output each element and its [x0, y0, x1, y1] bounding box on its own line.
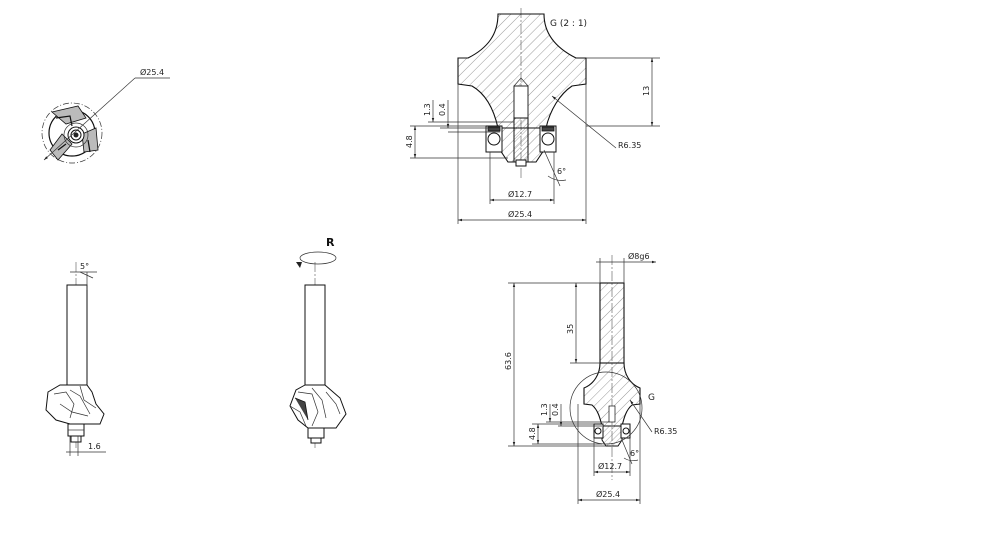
section-bearing-dia: Ø12.7	[598, 461, 622, 471]
iso-view-rotation-label: R	[326, 236, 335, 249]
section-shank-length: 35	[566, 324, 575, 334]
detail-g-dim-4-8: 4.8	[405, 135, 414, 148]
detail-g-bearing-dia: Ø12.7	[508, 189, 532, 199]
section-total-length: 63.6	[504, 352, 513, 370]
detail-g-view: G (2 : 1) 13 R6.35 1.3 0.4 4.8 6° Ø12.7	[405, 8, 660, 224]
detail-g-title: G (2 : 1)	[550, 19, 587, 29]
detail-g-angle-label: 6°	[557, 167, 566, 176]
section-detail-ref: G	[648, 393, 655, 403]
section-shank-dia: Ø8g6	[628, 251, 650, 261]
section-dim-1-3: 1.3	[540, 403, 549, 416]
detail-g-dim-0-4: 0.4	[438, 103, 447, 116]
top-view: Ø25.4	[41, 67, 170, 164]
section-outer-dia: Ø25.4	[596, 489, 620, 499]
section-dim-4-8: 4.8	[528, 427, 537, 440]
detail-g-dim-1-3: 1.3	[423, 103, 432, 116]
section-dim-0-4: 0.4	[551, 403, 560, 416]
detail-g-height-label: 13	[642, 86, 651, 96]
side-view-angle-label: 5°	[80, 262, 89, 271]
side-view-width-label: 1.6	[88, 442, 101, 451]
detail-g-outer-dia: Ø25.4	[508, 209, 532, 219]
section-view: G Ø8g6 63.6 35 1.3 0.4 4.8 R6.35 6°	[504, 251, 677, 504]
detail-g-radius-label: R6.35	[618, 141, 641, 150]
side-view: 5° 1.6	[45, 262, 106, 456]
section-angle-label: 6°	[630, 449, 639, 458]
section-radius-label: R6.35	[654, 427, 677, 436]
iso-view: R	[289, 236, 347, 448]
top-view-diameter-label: Ø25.4	[140, 67, 164, 77]
